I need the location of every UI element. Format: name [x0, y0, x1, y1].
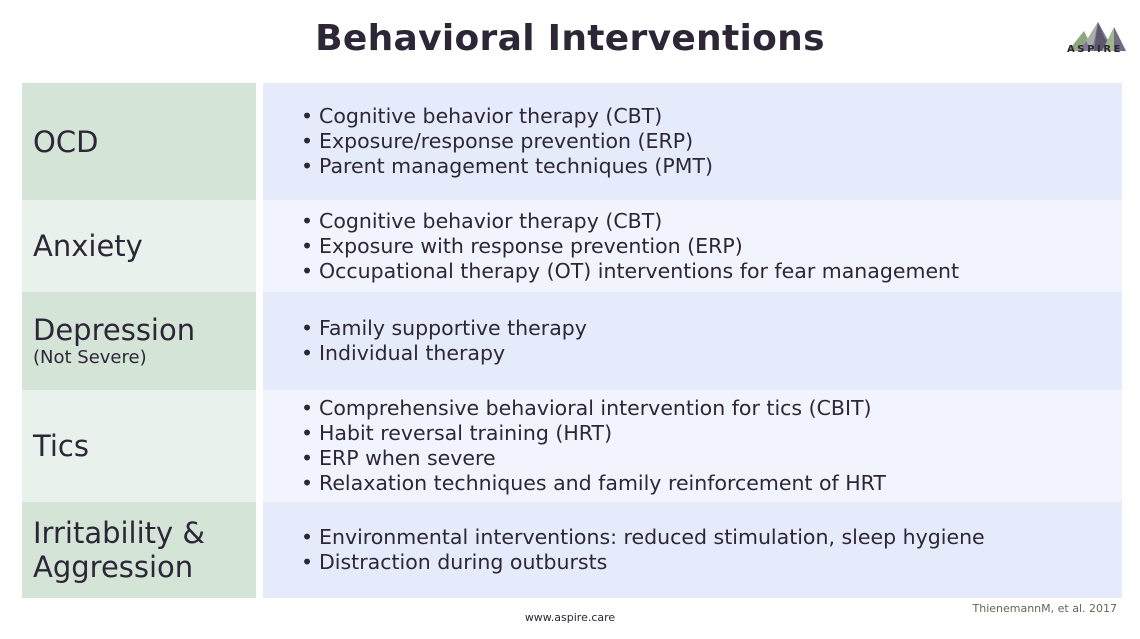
interventions-cell: Cognitive behavior therapy (CBT) Exposur…: [263, 200, 1122, 292]
citation: ThienemannM, et al. 2017: [972, 602, 1118, 615]
row-irritability-aggression: Irritability & Aggression Environmental …: [22, 502, 1122, 598]
interventions-list: Family supportive therapy Individual the…: [297, 316, 1122, 366]
row-ocd: OCD Cognitive behavior therapy (CBT) Exp…: [22, 83, 1122, 200]
list-item: Occupational therapy (OT) interventions …: [297, 259, 1122, 284]
footer-url: www.aspire.care: [524, 611, 616, 624]
category-label: Depression: [33, 313, 196, 347]
list-item: Comprehensive behavioral intervention fo…: [297, 396, 1122, 421]
interventions-cell: Cognitive behavior therapy (CBT) Exposur…: [263, 83, 1122, 200]
list-item: Exposure/response prevention (ERP): [297, 129, 1122, 154]
interventions-list: Cognitive behavior therapy (CBT) Exposur…: [297, 104, 1122, 179]
category-cell: OCD: [22, 83, 256, 200]
interventions-list: Comprehensive behavioral intervention fo…: [297, 396, 1122, 496]
category-subtitle: (Not Severe): [33, 347, 147, 368]
interventions-cell: Comprehensive behavioral intervention fo…: [263, 390, 1122, 502]
list-item: ERP when severe: [297, 446, 1122, 471]
logo-text: ASPIRE: [1066, 44, 1124, 55]
mountain-logo-icon: [1068, 22, 1126, 51]
row-depression: Depression (Not Severe) Family supportiv…: [22, 292, 1122, 390]
category-label: Tics: [33, 429, 89, 463]
category-cell: Depression (Not Severe): [22, 292, 256, 390]
interventions-cell: Family supportive therapy Individual the…: [263, 292, 1122, 390]
list-item: Individual therapy: [297, 341, 1122, 366]
interventions-list: Cognitive behavior therapy (CBT) Exposur…: [297, 209, 1122, 284]
category-label: OCD: [33, 124, 99, 159]
interventions-list: Environmental interventions: reduced sti…: [297, 525, 1122, 575]
row-tics: Tics Comprehensive behavioral interventi…: [22, 390, 1122, 502]
list-item: Cognitive behavior therapy (CBT): [297, 209, 1122, 234]
category-cell: Irritability & Aggression: [22, 502, 256, 598]
category-cell: Anxiety: [22, 200, 256, 292]
category-cell: Tics: [22, 390, 256, 502]
list-item: Environmental interventions: reduced sti…: [297, 525, 1122, 550]
list-item: Parent management techniques (PMT): [297, 154, 1122, 179]
list-item: Relaxation techniques and family reinfor…: [297, 471, 1122, 496]
category-label: Anxiety: [33, 229, 143, 263]
list-item: Cognitive behavior therapy (CBT): [297, 104, 1122, 129]
page-title: Behavioral Interventions: [315, 18, 825, 59]
list-item: Exposure with response prevention (ERP): [297, 234, 1122, 259]
list-item: Habit reversal training (HRT): [297, 421, 1122, 446]
list-item: Family supportive therapy: [297, 316, 1122, 341]
interventions-cell: Environmental interventions: reduced sti…: [263, 502, 1122, 598]
list-item: Distraction during outbursts: [297, 550, 1122, 575]
category-label: Irritability & Aggression: [33, 516, 206, 584]
row-anxiety: Anxiety Cognitive behavior therapy (CBT)…: [22, 200, 1122, 292]
